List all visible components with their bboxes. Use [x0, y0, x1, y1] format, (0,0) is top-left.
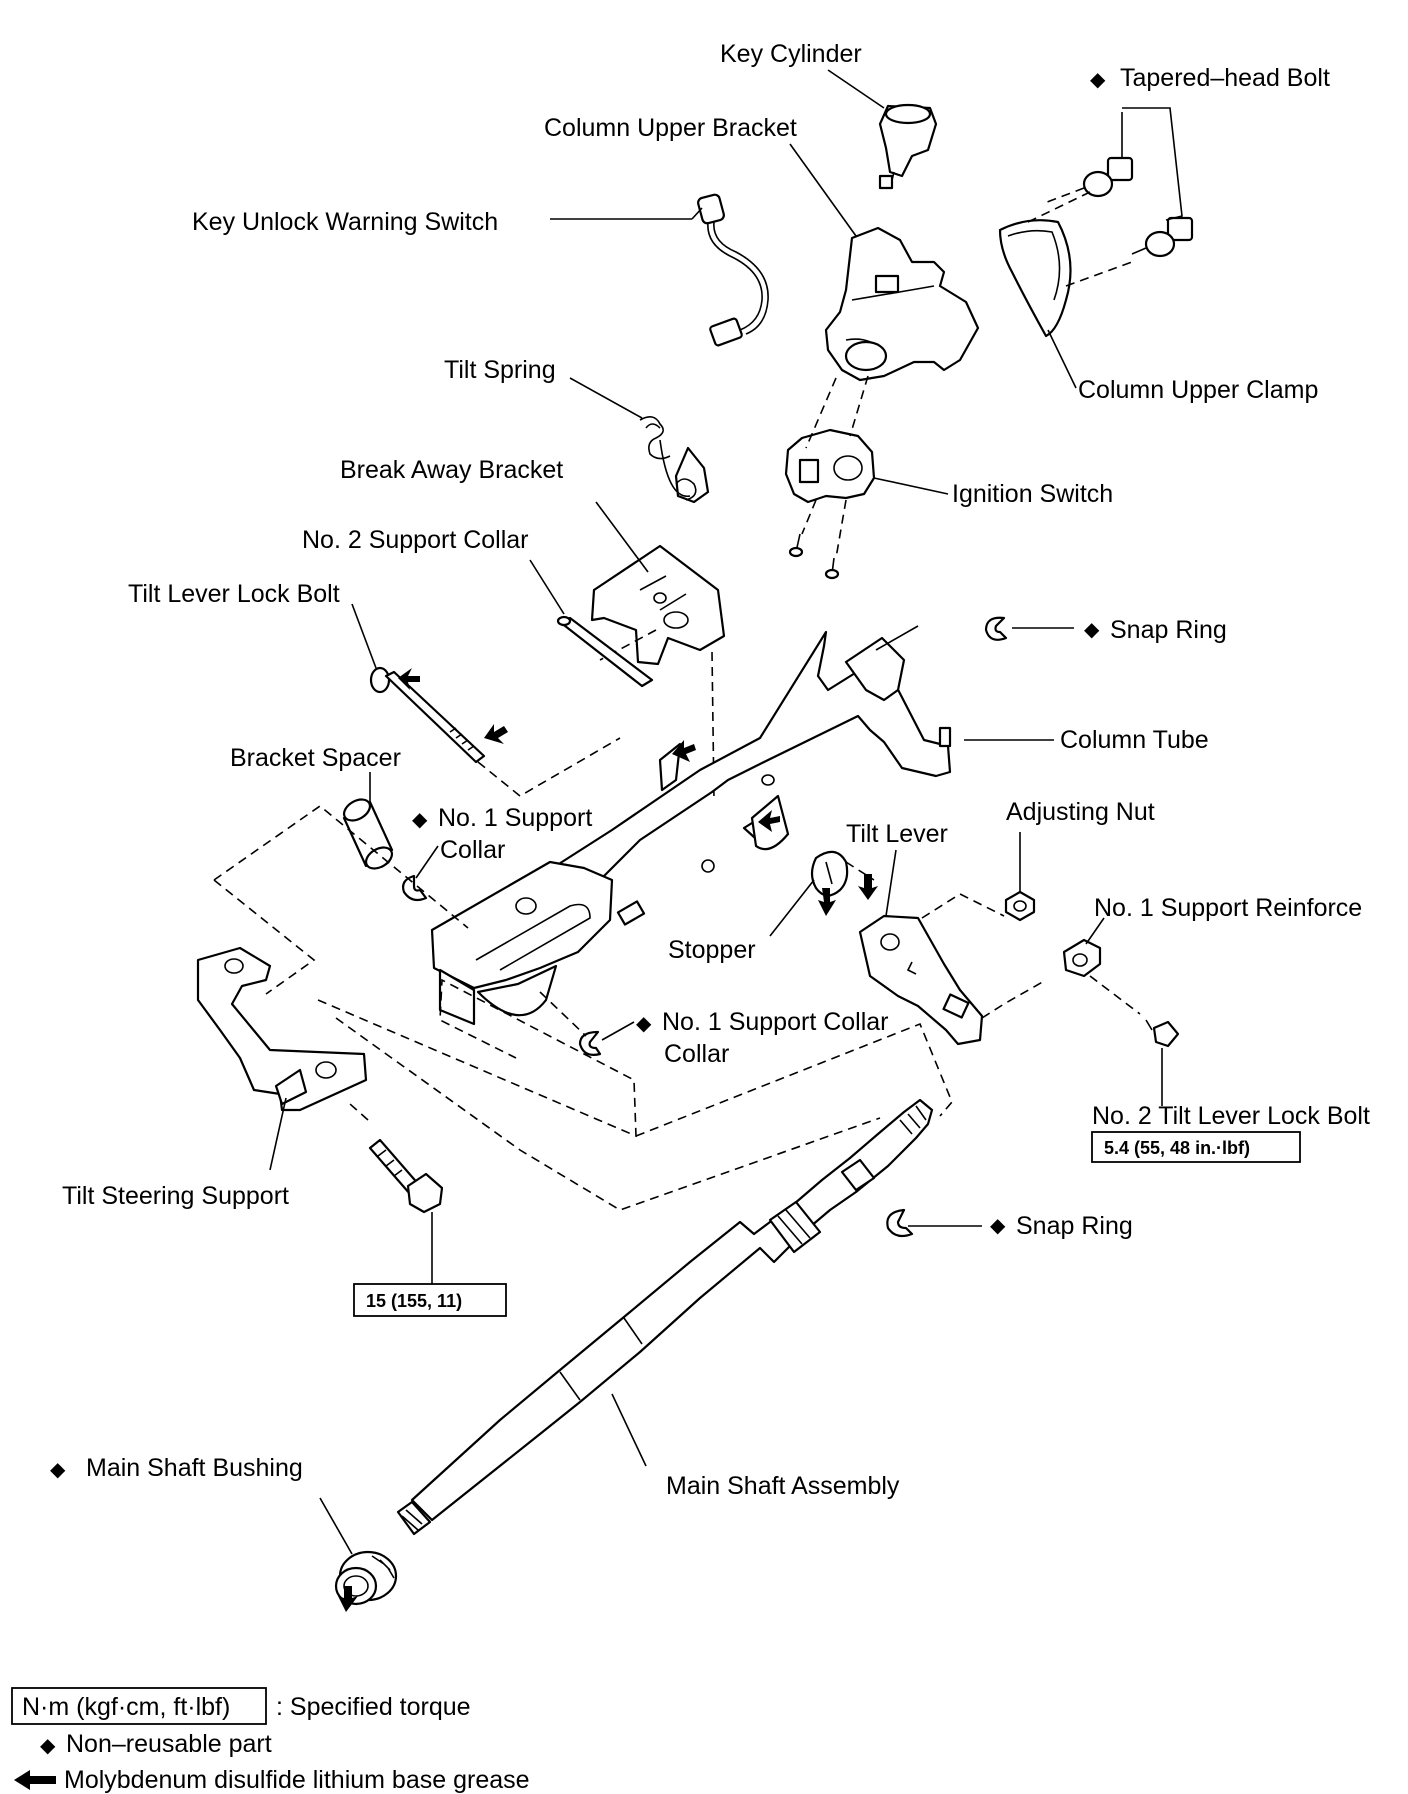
label-column-tube: Column Tube: [1060, 726, 1209, 754]
main-shaft-assembly-part: [396, 1098, 934, 1536]
legend-torque-unit: N·m (kgf·cm, ft·lbf): [22, 1693, 230, 1721]
no1-support-collar-a-part: [402, 874, 428, 902]
label-tapered-head-bolt: Tapered–head Bolt: [1120, 64, 1330, 92]
grease-arrow-icon: [858, 874, 878, 900]
legend-grease: Molybdenum disulfide lithium base grease: [64, 1766, 530, 1794]
snap-ring-bottom-part: [886, 1208, 914, 1238]
grease-arrows: [338, 668, 878, 1612]
torque-spec-tilt-steering-support-bolt: 15 (155, 11): [353, 1283, 507, 1317]
label-bracket-spacer: Bracket Spacer: [230, 744, 401, 772]
label-no2-tilt-lever-lock-bolt: No. 2 Tilt Lever Lock Bolt: [1092, 1102, 1370, 1130]
key-cylinder-part: [878, 103, 938, 190]
diamond-icon: ◆: [1090, 69, 1106, 91]
adjusting-nut-part: [1004, 890, 1036, 922]
diamond-icon: ◆: [40, 1735, 56, 1757]
grease-arrow-icon: [672, 740, 696, 762]
label-column-upper-bracket: Column Upper Bracket: [544, 114, 797, 142]
key-unlock-warning-switch-part: [697, 193, 769, 347]
label-tilt-steering-support: Tilt Steering Support: [62, 1182, 289, 1210]
label-break-away-bracket: Break Away Bracket: [340, 456, 563, 484]
no1-support-collar-b-part: [539, 991, 602, 1056]
column-upper-clamp-part: [998, 191, 1133, 338]
tilt-spring-part: [639, 416, 710, 504]
grease-arrow-icon: [14, 1770, 56, 1790]
column-upper-bracket-part: [824, 226, 980, 382]
grease-arrow-icon: [338, 1586, 358, 1612]
diamond-icon: ◆: [636, 1013, 652, 1035]
ignition-switch-part: [784, 375, 876, 580]
label-no1-support-reinforce: No. 1 Support Reinforce: [1094, 894, 1362, 922]
part-labels: Key Cylinder ◆ Tapered–head Bolt Column …: [50, 40, 1370, 1500]
stopper-part: [810, 850, 875, 897]
tapered-head-bolt-part: [1041, 156, 1194, 258]
label-main-shaft-assembly: Main Shaft Assembly: [666, 1472, 900, 1500]
label-tilt-lever-lock-bolt: Tilt Lever Lock Bolt: [128, 580, 340, 608]
no1-support-reinforce-part: [1062, 938, 1141, 1015]
bracket-spacer-part: [342, 798, 394, 870]
label-no1-support-collar-b-line2: Collar: [664, 1040, 729, 1068]
column-tube-part: [430, 625, 952, 1026]
label-no2-support-collar: No. 2 Support Collar: [302, 526, 529, 554]
label-key-cylinder: Key Cylinder: [720, 40, 862, 68]
grease-arrow-icon: [818, 888, 836, 916]
grease-arrow-icon: [398, 668, 420, 690]
snap-ring-top-part: [984, 616, 1008, 641]
diamond-icon: ◆: [1084, 619, 1100, 641]
grease-arrow-icon: [758, 810, 780, 832]
legend-non-reusable: Non–reusable part: [66, 1730, 272, 1758]
tilt-steering-support-part: [196, 946, 368, 1112]
label-snap-ring-top: Snap Ring: [1110, 616, 1227, 644]
assembly-dashed-lines: [213, 804, 953, 1211]
tilt-lever-lock-bolt-part: [369, 666, 621, 797]
diamond-icon: ◆: [412, 809, 428, 831]
tilt-steering-support-bolt-part: [368, 1138, 444, 1214]
label-no1-support-collar-a-line2: Collar: [440, 836, 505, 864]
torque-value: 15 (155, 11): [366, 1291, 462, 1311]
label-stopper: Stopper: [668, 936, 756, 964]
legend-torque-desc: : Specified torque: [276, 1693, 471, 1721]
diamond-icon: ◆: [50, 1459, 66, 1481]
torque-value: 5.4 (55, 48 in.·lbf): [1104, 1138, 1250, 1158]
tilt-lever-part: [858, 893, 1047, 1046]
legend: N·m (kgf·cm, ft·lbf) : Specified torque …: [11, 1687, 530, 1794]
label-tilt-spring: Tilt Spring: [444, 356, 556, 384]
label-main-shaft-bushing: Main Shaft Bushing: [86, 1454, 303, 1482]
leader-lines: [269, 69, 1183, 1555]
label-ignition-switch: Ignition Switch: [952, 480, 1113, 508]
no2-tilt-lever-lock-bolt-part: [1145, 1019, 1180, 1048]
torque-spec-no2-tilt-lever-lock-bolt: 5.4 (55, 48 in.·lbf): [1091, 1131, 1301, 1163]
diamond-icon: ◆: [990, 1215, 1006, 1237]
label-no1-support-collar-a-line1: No. 1 Support: [438, 804, 592, 832]
label-no1-support-collar-b-line1: No. 1 Support Collar: [662, 1008, 889, 1036]
label-key-unlock-warning-switch: Key Unlock Warning Switch: [192, 208, 498, 236]
no2-support-collar-part: [556, 615, 654, 688]
label-tilt-lever: Tilt Lever: [846, 820, 948, 848]
label-column-upper-clamp: Column Upper Clamp: [1078, 376, 1318, 404]
break-away-bracket-part: [590, 544, 726, 801]
label-adjusting-nut: Adjusting Nut: [1006, 798, 1155, 826]
grease-arrow-icon: [484, 724, 508, 744]
label-snap-ring-bottom: Snap Ring: [1016, 1212, 1133, 1240]
